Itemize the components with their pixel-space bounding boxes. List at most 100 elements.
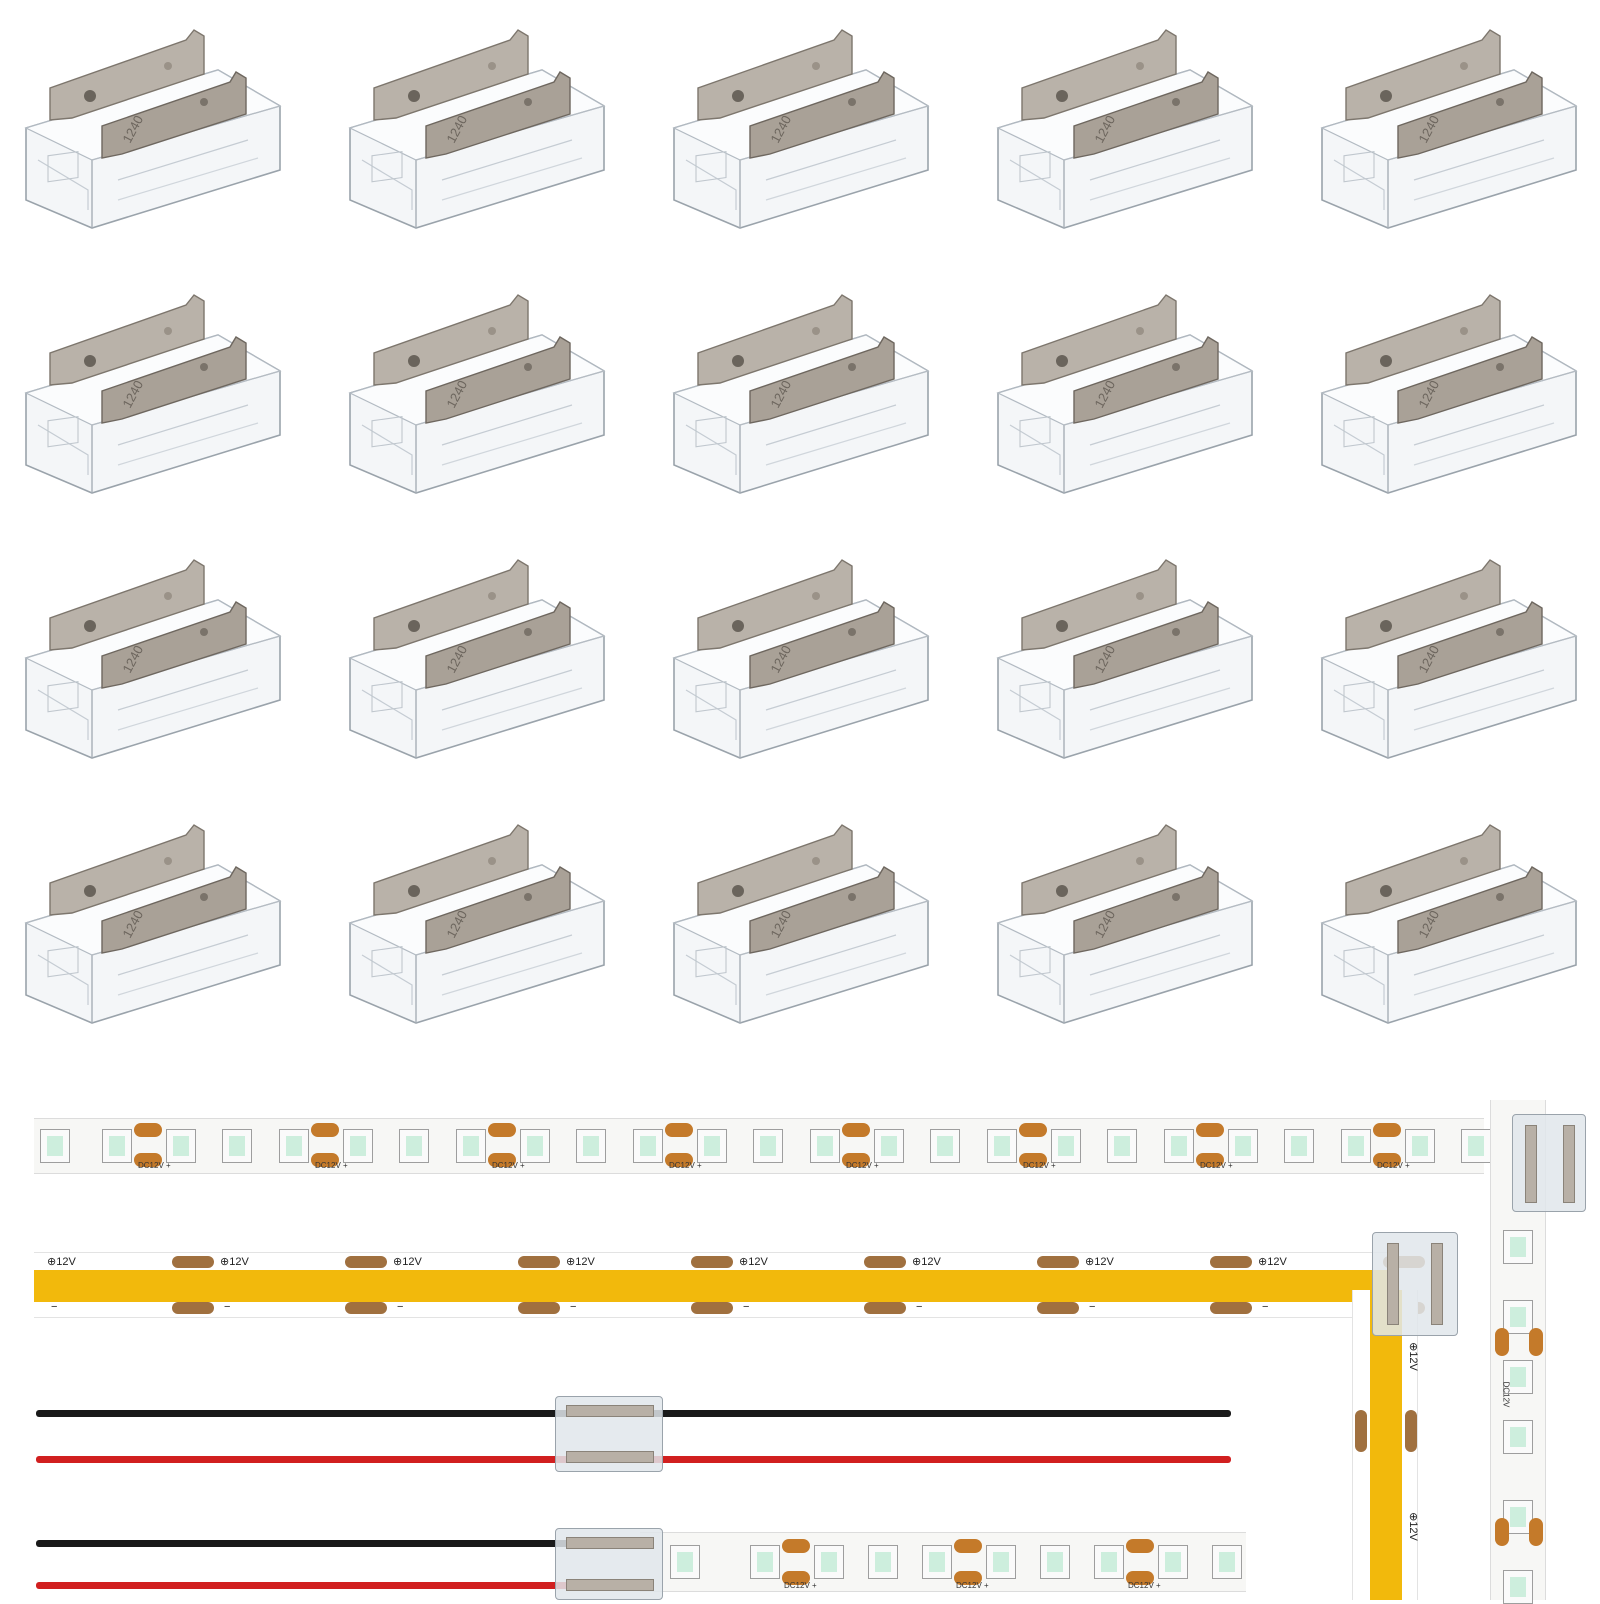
led-chip bbox=[1503, 1420, 1533, 1454]
clear-led-strip-connector: 1240 bbox=[342, 540, 612, 770]
led-chip bbox=[166, 1129, 196, 1163]
strip-voltage-label: DC12V + bbox=[492, 1161, 525, 1170]
copper-solder-pad bbox=[782, 1539, 810, 1553]
copper-solder-pad bbox=[842, 1153, 870, 1167]
copper-solder-pad bbox=[1373, 1153, 1401, 1167]
cob-minus-label: − bbox=[743, 1301, 750, 1313]
cob-strip-vertical-core bbox=[1370, 1290, 1402, 1600]
copper-solder-pad bbox=[954, 1571, 982, 1585]
cob-plus-label: ⊕12V bbox=[1406, 1512, 1419, 1541]
cob-solder-pad bbox=[1405, 1410, 1417, 1452]
led-chip bbox=[1158, 1545, 1188, 1579]
strip-voltage-label: DC12V bbox=[1501, 1381, 1511, 1408]
cob-strip: ⊕12V−⊕12V−⊕12V−⊕12V−⊕12V−⊕12V−⊕12V−⊕12V− bbox=[34, 1252, 1425, 1318]
copper-solder-pad bbox=[1196, 1153, 1224, 1167]
cob-minus-label: − bbox=[397, 1301, 404, 1313]
strip-voltage-label: DC12V + bbox=[784, 1581, 817, 1590]
cob-plus-label: ⊕12V bbox=[1258, 1256, 1287, 1268]
led-chip bbox=[343, 1129, 373, 1163]
cob-solder-pad bbox=[518, 1256, 560, 1268]
cob-minus-label: − bbox=[1089, 1301, 1096, 1313]
strip-voltage-label: DC12V + bbox=[1023, 1161, 1056, 1170]
clear-led-strip-connector: 1240 bbox=[18, 805, 288, 1035]
cob-minus-label: − bbox=[1262, 1301, 1269, 1313]
copper-solder-pad bbox=[134, 1153, 162, 1167]
strip-voltage-label: DC12V + bbox=[956, 1581, 989, 1590]
cob-plus-label: ⊕12V bbox=[1406, 1342, 1419, 1371]
smd-corner-connector bbox=[1512, 1114, 1586, 1212]
cob-solder-pad bbox=[691, 1302, 733, 1314]
cob-plus-label: ⊕12V bbox=[739, 1256, 768, 1268]
led-chip bbox=[1284, 1129, 1314, 1163]
clear-led-strip-connector: 1240 bbox=[18, 10, 288, 240]
clear-led-strip-connector: 1240 bbox=[342, 10, 612, 240]
smd-strip-bottom: DC12V + DC12V + DC12V + bbox=[640, 1532, 1246, 1592]
copper-solder-pad bbox=[1373, 1123, 1401, 1137]
led-chip bbox=[814, 1545, 844, 1579]
red-wire-2 bbox=[36, 1582, 596, 1589]
led-chip bbox=[222, 1129, 252, 1163]
led-chip bbox=[633, 1129, 663, 1163]
strip-voltage-label: DC12V + bbox=[846, 1161, 879, 1170]
clear-led-strip-connector: 1240 bbox=[666, 805, 936, 1035]
clear-led-strip-connector: 1240 bbox=[1314, 805, 1584, 1035]
cob-solder-pad bbox=[1210, 1302, 1252, 1314]
connector-grid: 1240 1240 bbox=[18, 10, 1584, 1035]
copper-solder-pad bbox=[665, 1153, 693, 1167]
cob-solder-pad bbox=[1037, 1302, 1079, 1314]
copper-solder-pad bbox=[782, 1571, 810, 1585]
copper-solder-pad bbox=[1126, 1539, 1154, 1553]
led-chip bbox=[874, 1129, 904, 1163]
wire-to-wire-connector bbox=[555, 1396, 663, 1472]
led-chip bbox=[987, 1129, 1017, 1163]
led-chip bbox=[810, 1129, 840, 1163]
led-chip bbox=[279, 1129, 309, 1163]
clear-led-strip-connector: 1240 bbox=[990, 275, 1260, 505]
strip-voltage-label: DC12V + bbox=[315, 1161, 348, 1170]
cob-solder-pad bbox=[518, 1302, 560, 1314]
cob-plus-label: ⊕12V bbox=[912, 1256, 941, 1268]
copper-solder-pad bbox=[1196, 1123, 1224, 1137]
cob-plus-label: ⊕12V bbox=[566, 1256, 595, 1268]
wire-to-strip-connector bbox=[555, 1528, 663, 1600]
strip-voltage-label: DC12V + bbox=[1128, 1581, 1161, 1590]
led-chip bbox=[697, 1129, 727, 1163]
strip-voltage-label: DC12V + bbox=[1377, 1161, 1410, 1170]
led-chip bbox=[1094, 1545, 1124, 1579]
led-chip bbox=[520, 1129, 550, 1163]
strip-voltage-label: DC12V + bbox=[1200, 1161, 1233, 1170]
clear-led-strip-connector: 1240 bbox=[990, 540, 1260, 770]
copper-solder-pad bbox=[488, 1153, 516, 1167]
clear-led-strip-connector: 1240 bbox=[342, 805, 612, 1035]
led-chip bbox=[456, 1129, 486, 1163]
cob-corner-connector bbox=[1372, 1232, 1458, 1336]
led-chip bbox=[1503, 1570, 1533, 1604]
smd-strip-top: DC12V + DC12V + DC12V + DC12V + DC12V + DC12V… bbox=[34, 1118, 1491, 1174]
copper-solder-pad bbox=[134, 1123, 162, 1137]
led-chip bbox=[1164, 1129, 1194, 1163]
clear-led-strip-connector: 1240 bbox=[666, 275, 936, 505]
clear-led-strip-connector: 1240 bbox=[990, 805, 1260, 1035]
led-chip bbox=[922, 1545, 952, 1579]
copper-solder-pad bbox=[488, 1123, 516, 1137]
led-chip bbox=[1461, 1129, 1491, 1163]
led-chip bbox=[399, 1129, 429, 1163]
clear-led-strip-connector: 1240 bbox=[18, 540, 288, 770]
led-chip bbox=[868, 1545, 898, 1579]
led-chip bbox=[986, 1545, 1016, 1579]
cob-plus-label: ⊕12V bbox=[393, 1256, 422, 1268]
copper-solder-pad bbox=[1019, 1153, 1047, 1167]
led-chip bbox=[40, 1129, 70, 1163]
led-chip bbox=[102, 1129, 132, 1163]
led-chip bbox=[1228, 1129, 1258, 1163]
cob-solder-pad bbox=[1037, 1256, 1079, 1268]
clear-led-strip-connector: 1240 bbox=[1314, 540, 1584, 770]
cob-strip-core bbox=[34, 1270, 1390, 1302]
cob-minus-label: − bbox=[51, 1301, 58, 1313]
clear-led-strip-connector: 1240 bbox=[666, 10, 936, 240]
cob-solder-pad bbox=[864, 1256, 906, 1268]
copper-solder-pad bbox=[1529, 1328, 1543, 1356]
led-chip bbox=[1040, 1545, 1070, 1579]
copper-solder-pad bbox=[665, 1123, 693, 1137]
clear-led-strip-connector: 1240 bbox=[666, 540, 936, 770]
